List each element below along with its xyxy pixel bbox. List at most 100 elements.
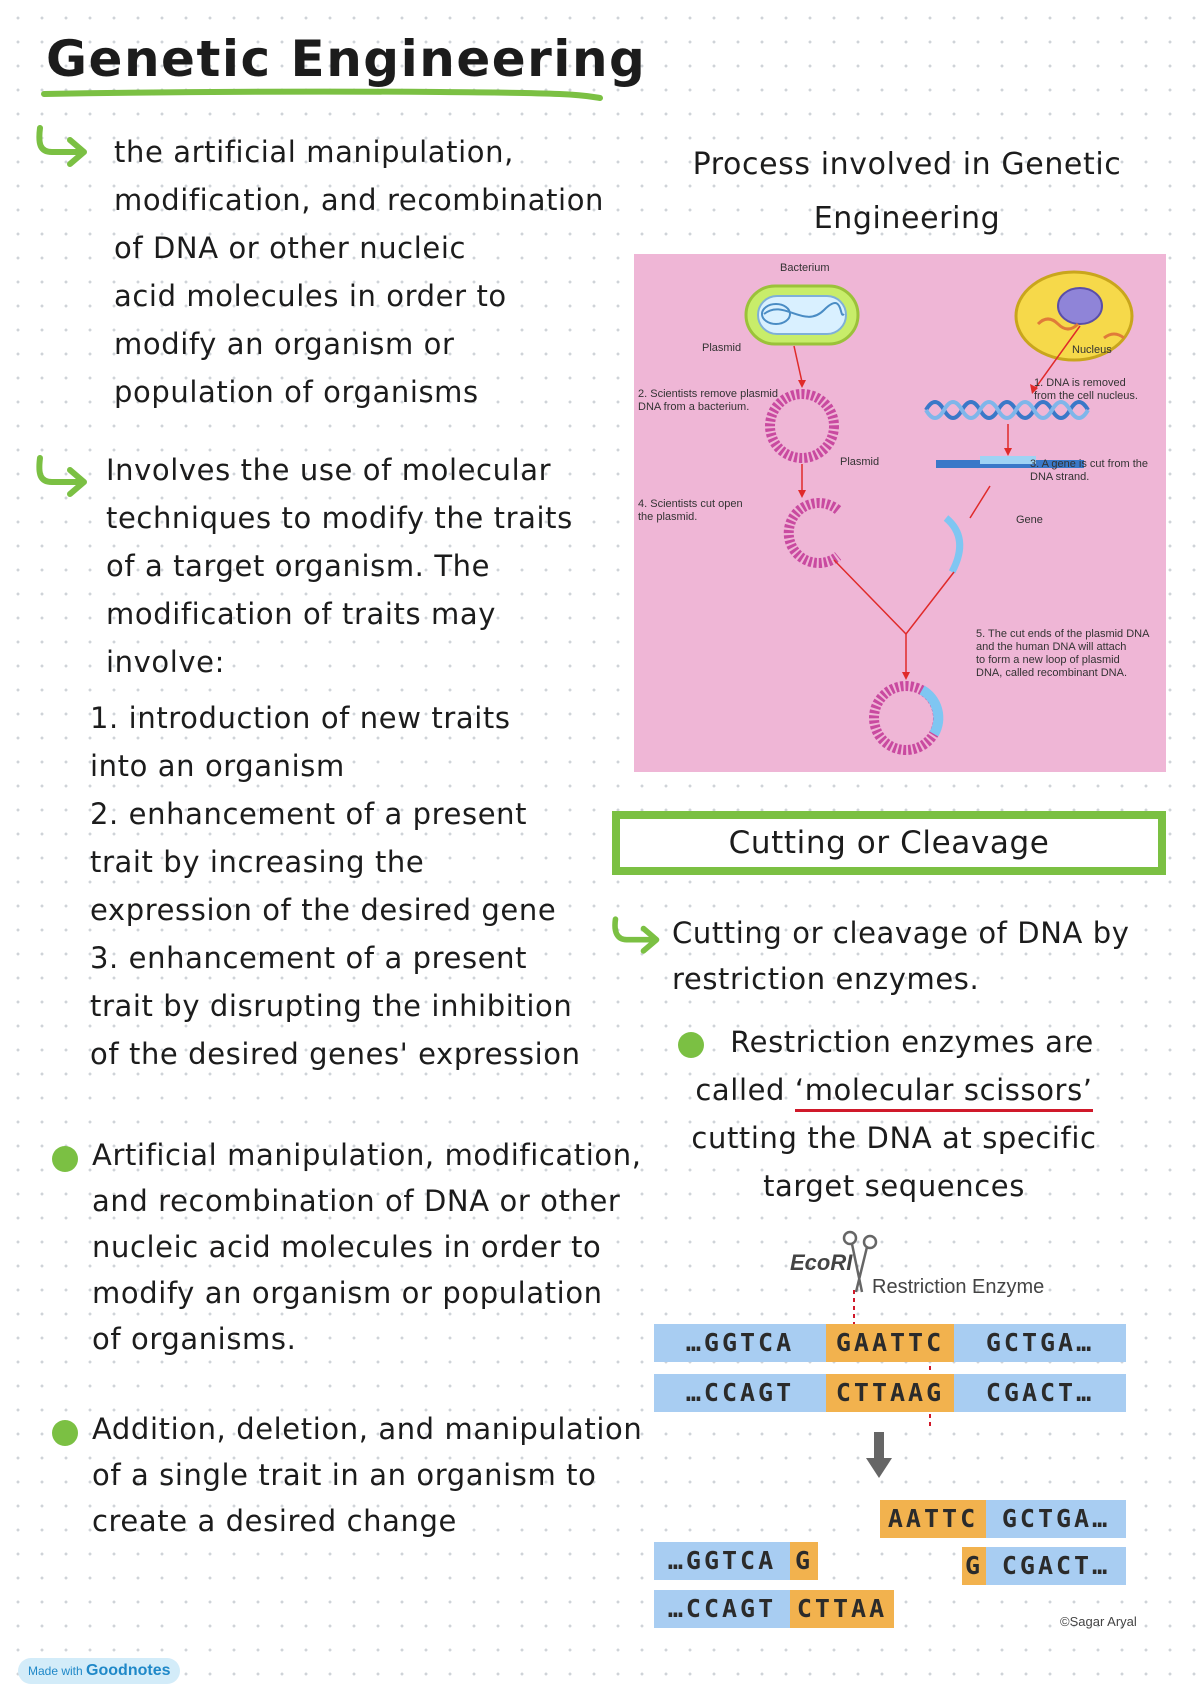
- seq-site: CTTAA: [790, 1590, 894, 1628]
- involves-line: Involves the use of molecular: [106, 453, 552, 487]
- cutting-heading: Cutting or Cleavage: [728, 825, 1050, 861]
- numbered-list: 1. introduction of new traits into an or…: [90, 694, 581, 1078]
- cutting-definition: Cutting or cleavage of DNA by restrictio…: [672, 910, 1130, 1002]
- restriction-line: Restriction enzymes are: [730, 1025, 1094, 1059]
- dna-strand-icon: [924, 400, 1090, 420]
- image-credit: ©Sagar Aryal: [1060, 1614, 1137, 1629]
- step2-label: 2. Scientists remove plasmid DNA from a …: [638, 388, 778, 413]
- down-arrow-icon: [866, 1432, 892, 1478]
- definition-line: modification, and recombination: [114, 183, 605, 217]
- involves-line: of a target organism. The: [106, 549, 491, 583]
- bullet-dot: [678, 1032, 704, 1058]
- list-item: trait by disrupting the inhibition: [90, 989, 573, 1023]
- involves-line: techniques to modify the traits: [106, 501, 573, 535]
- nucleus-label: Nucleus: [1072, 344, 1112, 356]
- seq-flank: …CCAGT: [654, 1374, 826, 1412]
- molecular-scissors-term: ‘molecular scissors’: [794, 1073, 1093, 1112]
- seq-site: AATTC: [880, 1500, 986, 1538]
- bullet1-text: Artificial manipulation, modification, a…: [92, 1132, 642, 1362]
- bullet-line: modify an organism or population: [92, 1276, 603, 1310]
- restriction-line: called ‘molecular scissors’: [634, 1066, 1154, 1114]
- definition-line: population of organisms: [114, 375, 479, 409]
- genetic-engineering-diagram: Bacterium Plasmid Nucleus 1. DNA is remo…: [634, 254, 1166, 772]
- definition-line: acid molecules in order to: [114, 279, 507, 313]
- bullet-line: of a single trait in an organism to: [92, 1458, 597, 1492]
- seq-flank: …GGTCA: [654, 1542, 790, 1580]
- made-with-text: Made with: [28, 1664, 83, 1678]
- list-item: of the desired genes' expression: [90, 1037, 581, 1071]
- process-heading: Process involved in Genetic Engineering: [634, 138, 1180, 246]
- involves-line: modification of traits may: [106, 597, 496, 631]
- bullet-line: nucleic acid molecules in order to: [92, 1230, 602, 1264]
- bullet-line: create a desired change: [92, 1504, 457, 1538]
- step4-label: 4. Scientists cut open the plasmid.: [638, 498, 743, 523]
- bullet-line: Artificial manipulation, modification,: [92, 1138, 642, 1172]
- bullet2-text: Addition, deletion, and manipulation of …: [92, 1406, 642, 1544]
- step1-label: 1. DNA is removed from the cell nucleus.: [1034, 377, 1138, 402]
- bullet-dot: [52, 1146, 78, 1172]
- list-item: 2. enhancement of a present: [90, 797, 528, 831]
- cutting-heading-box: Cutting or Cleavage: [612, 811, 1166, 875]
- goodnotes-badge[interactable]: Made with Goodnotes: [18, 1658, 181, 1684]
- title-underline: [41, 88, 603, 101]
- plasmid-mid-label: Plasmid: [840, 456, 880, 468]
- plasmid-icon: [765, 389, 839, 463]
- list-item: trait by increasing the: [90, 845, 425, 879]
- page-title: Genetic Engineering: [46, 30, 647, 88]
- seq-site: G: [790, 1542, 818, 1580]
- bullet-dot: [52, 1420, 78, 1446]
- list-item: expression of the desired gene: [90, 893, 557, 927]
- nucleus-icon: [1057, 287, 1103, 325]
- gene-fragment-icon: [943, 515, 964, 574]
- seq-flank: GCTGA…: [986, 1500, 1126, 1538]
- ecori-name: EcoRI: [790, 1250, 853, 1275]
- bacterium-label: Bacterium: [780, 262, 830, 274]
- process-heading-line: Process involved in Genetic: [692, 147, 1122, 182]
- step3-label: 3. A gene is cut from the DNA strand.: [1030, 458, 1149, 483]
- list-item: 3. enhancement of a present: [90, 941, 528, 975]
- cut-plasmid-icon: [783, 498, 842, 568]
- bullet-line: of organisms.: [92, 1322, 297, 1356]
- process-heading-line: Engineering: [813, 201, 1001, 236]
- plasmid-label: Plasmid: [702, 342, 742, 354]
- scissors-icon: [842, 1230, 878, 1293]
- seq-flank: CGACT…: [986, 1547, 1126, 1585]
- involves-text: Involves the use of molecular techniques…: [106, 446, 573, 686]
- cutting-line: Cutting or cleavage of DNA by: [672, 916, 1130, 950]
- definition-line: of DNA or other nucleic: [114, 231, 467, 265]
- definition-line: modify an organism or: [114, 327, 455, 361]
- restriction-line: cutting the DNA at specific: [691, 1121, 1097, 1155]
- cutting-line: restriction enzymes.: [672, 962, 980, 996]
- restriction-bullet: Restriction enzymes are called ‘molecula…: [634, 1018, 1154, 1210]
- cut-site-guide: [853, 1290, 931, 1430]
- seq-flank: CGACT…: [954, 1374, 1126, 1412]
- arrow-icon: [36, 125, 87, 167]
- goodnotes-brand: Goodnotes: [86, 1662, 171, 1679]
- step5-label: 5. The cut ends of the plasmid DNA and t…: [976, 628, 1150, 679]
- bullet-line: Addition, deletion, and manipulation: [92, 1412, 643, 1446]
- seq-flank: …CCAGT: [654, 1590, 790, 1628]
- list-item: into an organism: [90, 749, 345, 783]
- gene-label: Gene: [1016, 514, 1043, 526]
- arrow-icon: [36, 455, 87, 497]
- seq-site: G: [962, 1547, 986, 1585]
- definition-text: the artificial manipulation, modificatio…: [114, 128, 604, 416]
- seq-site: CTTAAG: [826, 1374, 954, 1412]
- list-item: 1. introduction of new traits: [90, 701, 511, 735]
- seq-flank: GCTGA…: [954, 1324, 1126, 1362]
- restriction-enzyme-label: Restriction Enzyme: [872, 1276, 1045, 1298]
- arrow-icon: [612, 916, 660, 954]
- diagram-graphics: [744, 270, 1134, 755]
- bullet-line: and recombination of DNA or other: [92, 1184, 621, 1218]
- definition-line: the artificial manipulation,: [114, 135, 514, 169]
- seq-flank: …GGTCA: [654, 1324, 826, 1362]
- seq-site: GAATTC: [826, 1324, 954, 1362]
- involves-line: involve:: [106, 645, 225, 679]
- restriction-line: target sequences: [763, 1169, 1025, 1203]
